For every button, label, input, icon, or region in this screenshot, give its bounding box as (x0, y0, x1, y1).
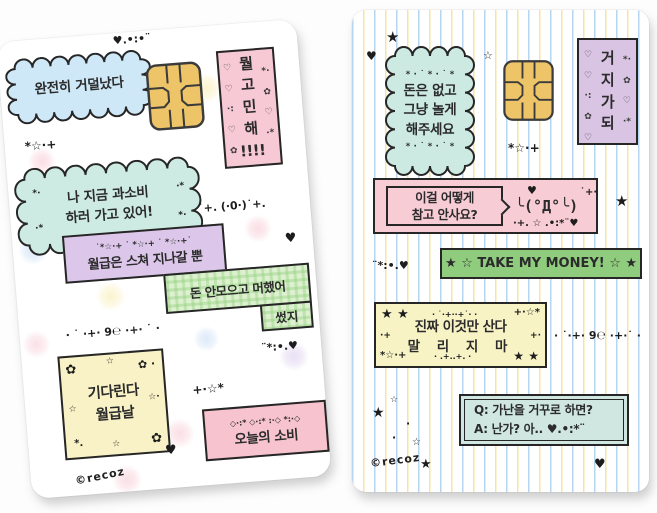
heart-icon: ♥ (527, 184, 537, 197)
sticker-text: 거 지 가 되 (600, 49, 615, 133)
sticker-how-not-buy: 이걸 어떻게 참고 안사요? ♥ ╰(°Д°╰) ˙+· ·+. ☆ .•:*¨… (373, 178, 598, 234)
sticker-deco: · .+..+. · (434, 352, 472, 361)
speech-bubble-totally-broke: 완전히 거덜났다 (4, 48, 155, 125)
sticker-text: 기다린다 월급날 (87, 382, 140, 424)
star-icon: ★ ★ (381, 307, 409, 322)
star-icon: ★ (372, 405, 385, 421)
heart-icon: ♥ (366, 49, 377, 63)
deco-heart-dots: ¨*:•.♥ (260, 338, 299, 355)
sticker-todays-spending: ◇·:* ◇·:* :·◇ *:·◇ 오늘의 소비 (201, 399, 330, 462)
credit-label: ©recoz (74, 464, 127, 488)
credit-label: ©recoz (369, 450, 421, 471)
star-outline-icon: ☆ (412, 437, 421, 448)
sticker-deco: *. (73, 437, 84, 450)
sticker-waiting-payday: ✿ ☆ ✿ · ☆ ☆· *. ☆ ✿ 기다린다 월급날 (57, 348, 172, 461)
heart-icon: ♥ (594, 457, 606, 472)
deco-9e: · ˙ ·+· 9℮ ·+· ˙ · (65, 321, 161, 342)
star-icon: ★ ★ (513, 349, 539, 363)
sticker-no-savings-tail: 썼지 (259, 300, 314, 332)
bubble-text: 완전히 거덜났다 (34, 74, 125, 98)
sticker-become-beggar: ♡ ♡ ·: ✿ ♡ 거 지 가 되 *· ✿ ♡ ·* (577, 38, 638, 145)
deco-sparkle: *☆·+ (24, 137, 57, 154)
sticker-text: Q: 가난을 거꾸로 하면? A: 난가? 아.. ♥.•:*¨ (474, 402, 593, 436)
flower-icon: ✿ (64, 362, 77, 379)
bubble-deco: ·* (175, 181, 185, 192)
card-chip-icon (145, 61, 206, 136)
speech-bubble-let-me-play: * · ˙ * · ˙ * 돈은 없고 그냥 놀게 해주세요 * · ˙ * ·… (385, 46, 475, 176)
sticker-deco: ·+. ☆ .•:*¨♥ (513, 218, 579, 229)
sticker-deco: *· ✿ ♡ ·* (622, 55, 631, 128)
sticker-text: ★ ☆ TAKE MY MONEY! ☆ ★ (444, 256, 638, 271)
flower-icon: ✿ · (137, 357, 156, 372)
deco-sparkle: +·☆* (191, 380, 225, 398)
sticker-dont-stop-me: ★ ★ · ˙·+··+˙· · +·☆* ·+ +· *☆·+ · .+..+… (374, 302, 547, 368)
star-icon: ☆ (68, 404, 77, 415)
star-outline-icon: ☆ (483, 49, 493, 62)
bubble-deco: * · ˙ * · ˙ * (405, 69, 455, 80)
bubble-deco: * · ˙ * · ˙ * (405, 142, 455, 153)
bubble-text: 나 지금 과소비 하러 가고 있어! (65, 184, 154, 227)
speech-pointer (493, 198, 511, 216)
speech-bubble-overspending: 나 지금 과소비 하러 가고 있어! *· ·* ·* *· (13, 155, 205, 257)
bubble-deco: *· (32, 188, 42, 200)
sticker-deco: +·☆* (513, 307, 540, 318)
sticker-text-line1: 진짜 이것만 산다 (414, 319, 507, 335)
dot-deco: · (406, 417, 411, 430)
left-card: ♥.•:•¨ 완전히 거덜났다 ♡ ♡ ·: ♡ ✿ 뭘 고 민 해 !!!! … (0, 18, 332, 500)
heart-icon: ♥ (284, 230, 298, 247)
star-icon: ☆ (105, 356, 115, 367)
sticker-text: 썼지 (274, 308, 299, 326)
sticker-text: 돈 안모으고 머했어 (189, 278, 286, 301)
sticker-text-line2: 말 리 지 마 (407, 339, 514, 355)
sticker-deco: ˙+· (580, 187, 598, 198)
deco-face-emoticon: ˙+. (·0·)˙+. (197, 196, 267, 216)
card-chip-icon (503, 58, 554, 127)
bubble-deco: *· (178, 210, 188, 221)
sticker-qa-joke: Q: 가난을 거꾸로 하면? A: 난가? 아.. ♥.•:*¨ (459, 394, 629, 446)
qa-inner-border: Q: 가난을 거꾸로 하면? A: 난가? 아.. ♥.•:*¨ (464, 399, 624, 441)
sticker-why-worry: ♡ ♡ ·: ♡ ✿ 뭘 고 민 해 !!!! *· ✿ ♡ ·* (215, 46, 283, 169)
star-icon: ☆ (112, 439, 121, 450)
bubble-text: 돈은 없고 그냥 놀게 해주세요 (403, 82, 457, 138)
star-icon: ★ (420, 457, 432, 472)
deco-heart-dots-top: ♥.•:•¨ (112, 31, 152, 48)
star-outline-icon: ☆ (390, 395, 399, 405)
right-card: ★ ♥ ☆ * · ˙ * · ˙ * 돈은 없고 그냥 놀게 해주세요 * ·… (352, 10, 649, 492)
sticker-deco: *☆·+ (380, 350, 407, 361)
heart-icon: ♥ (164, 442, 178, 459)
star-icon: ☆· (147, 391, 161, 403)
sticker-take-my-money: ★ ☆ TAKE MY MONEY! ☆ ★ (440, 248, 642, 279)
sticker-deco: ·+ (380, 331, 391, 341)
sticker-deco: ♡ ♡ ·: ✿ ♡ (584, 50, 593, 143)
deco-9e: · ˙·+· 9℮ ·+·˙ · (554, 329, 641, 342)
star-icon: ★ (386, 28, 400, 46)
dot-deco: · (392, 431, 397, 444)
sticker-deco: · ˙·+··+˙· · (432, 310, 478, 319)
flower-icon: ✿ (150, 430, 163, 447)
star-icon: ★ (615, 192, 629, 210)
deco-heart-dots: ¨*:•.♥ (372, 259, 409, 272)
sticker-text: 이걸 어떻게 참고 안사요? (411, 189, 478, 223)
deco-sparkle: *☆·+ (508, 141, 540, 155)
bubble-deco: ·* (34, 223, 44, 234)
inner-speech-box: 이걸 어떻게 참고 안사요? (386, 186, 511, 226)
sticker-deco: +· (530, 331, 541, 341)
crying-emoticon: ╰(°Д°╰) (515, 197, 579, 215)
sticker-text: 오늘의 소비 (233, 426, 299, 448)
